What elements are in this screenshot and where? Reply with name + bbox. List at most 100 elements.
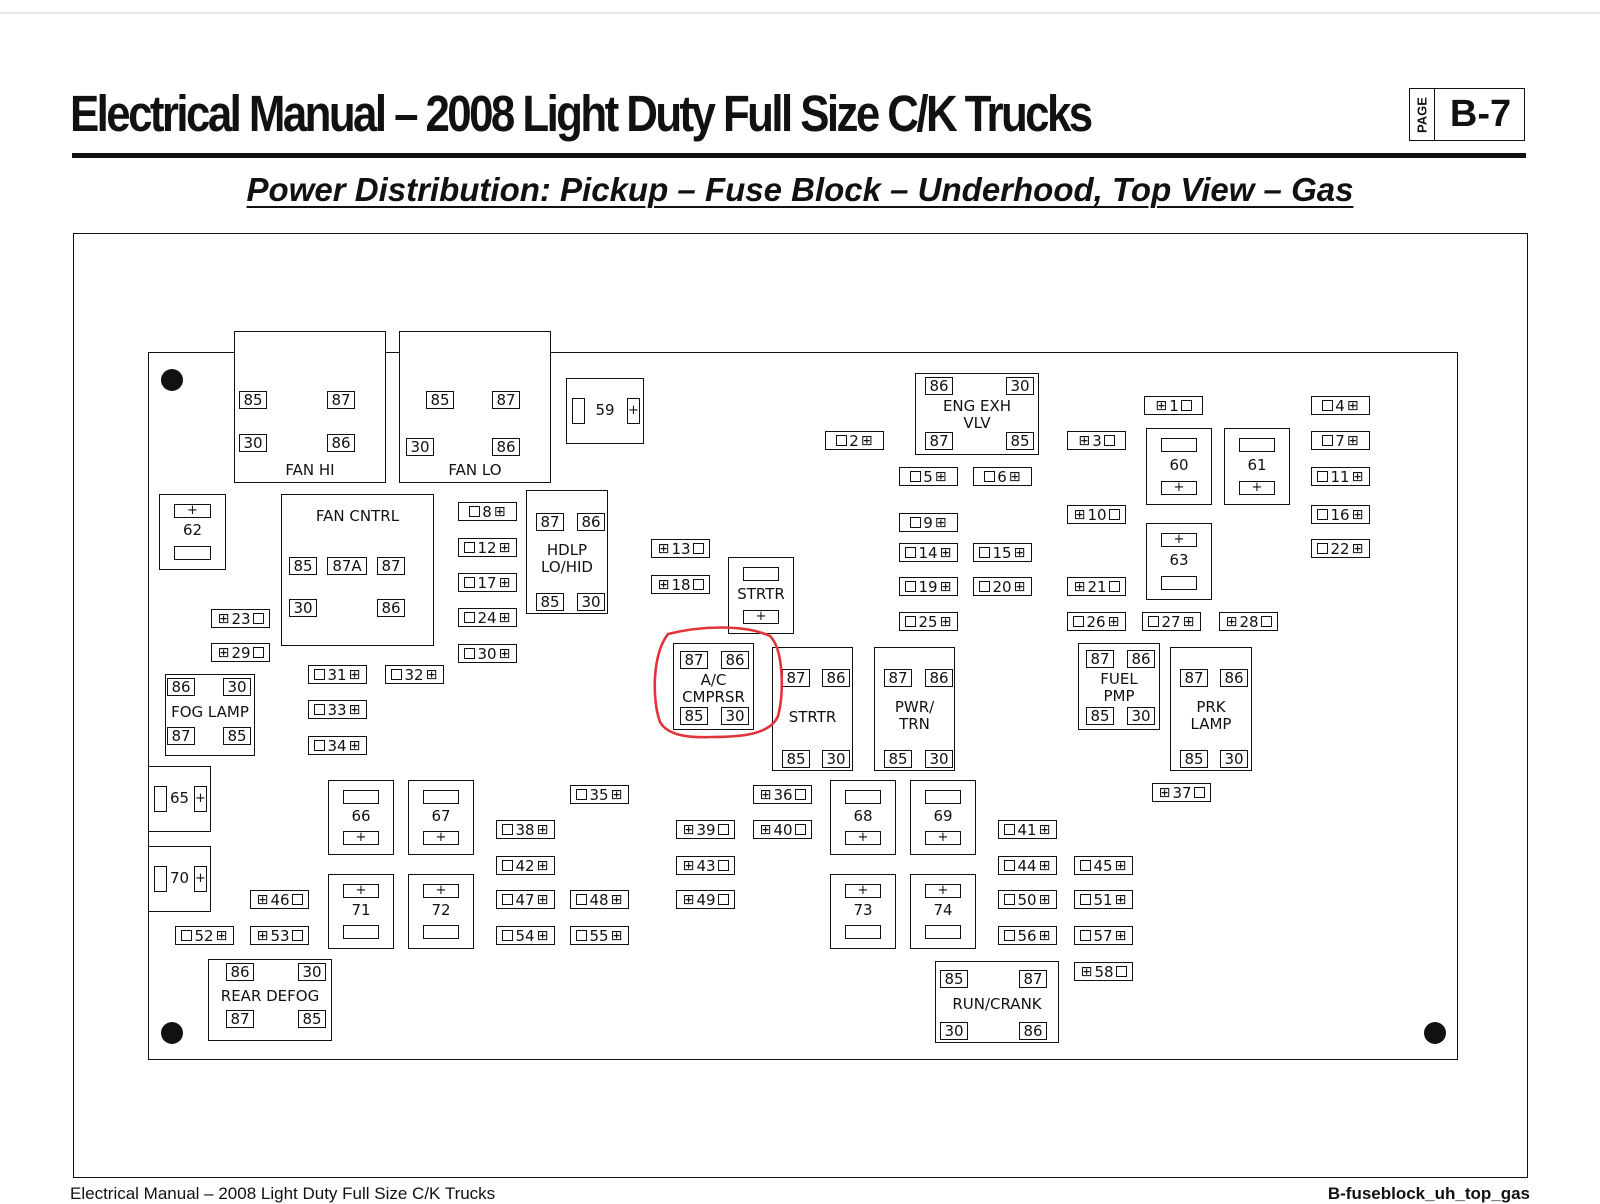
relay-terminal: 30 xyxy=(298,963,326,981)
square-terminal-icon xyxy=(692,543,704,554)
relay-label: FAN CNTRL xyxy=(315,507,400,525)
plus-box-terminal-icon: + xyxy=(423,831,459,845)
relay-terminal: 85 xyxy=(782,750,810,768)
relay-terminal: 86 xyxy=(377,599,405,617)
plus-box-terminal-icon: ⊞ xyxy=(939,613,952,630)
fuse-4: 4⊞ xyxy=(1311,396,1370,415)
square-terminal-icon xyxy=(984,471,996,482)
fuse-17: 17⊞ xyxy=(458,573,517,592)
plus-box-terminal-icon: ⊞ xyxy=(939,578,952,595)
square-terminal-icon xyxy=(743,567,779,581)
fuse-number: 48 xyxy=(589,890,609,909)
square-terminal-icon xyxy=(692,579,704,590)
fuse-number: 18 xyxy=(671,575,691,594)
plus-box-terminal-icon: ⊞ xyxy=(657,540,670,557)
relay-label: FAN HI xyxy=(285,461,335,479)
relay-terminal: 85 xyxy=(289,557,317,575)
square-terminal-icon xyxy=(391,669,403,680)
plus-box-terminal-icon: ⊞ xyxy=(1073,578,1086,595)
fuse-48: 48⊞ xyxy=(570,890,629,909)
square-terminal-icon xyxy=(979,547,991,558)
relay-label: PWR/ TRN xyxy=(894,698,935,733)
square-terminal-icon xyxy=(845,925,881,939)
fuse-45: 45⊞ xyxy=(1074,856,1133,875)
square-terminal-icon xyxy=(174,546,211,560)
plus-box-terminal-icon: ⊞ xyxy=(217,644,230,661)
fuse-number: 56 xyxy=(1017,926,1037,945)
fuse-number: 17 xyxy=(477,573,497,592)
relay-number: STRTR xyxy=(737,585,785,603)
fuse-number: 9 xyxy=(923,513,933,532)
plus-box-terminal-icon: ⊞ xyxy=(934,514,947,531)
plus-box-terminal-icon: ⊞ xyxy=(1158,784,1171,801)
fuse-20: 20⊞ xyxy=(973,577,1032,596)
relay-label: ENG EXH VLV xyxy=(942,397,1012,432)
fuse-10: ⊞10 xyxy=(1067,505,1126,524)
relay-number: 66 xyxy=(351,807,371,825)
square-terminal-icon xyxy=(717,824,729,835)
square-terminal-icon xyxy=(314,740,326,751)
relay-terminal: 85 xyxy=(298,1010,326,1028)
fuse-36: ⊞36 xyxy=(753,785,812,804)
mounting-hole-icon xyxy=(161,369,183,391)
fuse-47: 47⊞ xyxy=(496,890,555,909)
relay-terminal: 30 xyxy=(577,593,605,611)
relay-number: 69 xyxy=(933,807,953,825)
plus-box-terminal-icon: ⊞ xyxy=(256,891,269,908)
fuse-51: 51⊞ xyxy=(1074,890,1133,909)
fuse-number: 43 xyxy=(696,856,716,875)
plus-box-terminal-icon: ⊞ xyxy=(1080,963,1093,980)
square-terminal-icon xyxy=(252,613,264,624)
plus-box-terminal-icon: + xyxy=(845,884,881,898)
square-terminal-icon xyxy=(1108,581,1120,592)
relay-terminal: 86 xyxy=(721,651,749,669)
square-terminal-icon xyxy=(1148,616,1160,627)
plus-box-terminal-icon: ⊞ xyxy=(1038,927,1051,944)
fuse-40: ⊞40 xyxy=(753,820,812,839)
square-terminal-icon xyxy=(905,581,917,592)
square-terminal-icon xyxy=(572,398,585,424)
plus-box-terminal-icon: + xyxy=(925,884,961,898)
plus-box-terminal-icon: ⊞ xyxy=(1038,857,1051,874)
square-terminal-icon xyxy=(464,542,476,553)
plus-box-terminal-icon: + xyxy=(1239,481,1275,495)
fuse-number: 10 xyxy=(1087,505,1107,524)
fuse-number: 15 xyxy=(992,543,1012,562)
relay-number: 63 xyxy=(1169,551,1189,569)
plus-box-terminal-icon: ⊞ xyxy=(1008,468,1021,485)
relay-73 xyxy=(830,874,896,949)
fuse-24: 24⊞ xyxy=(458,608,517,627)
mounting-hole-icon xyxy=(161,1022,183,1044)
plus-box-terminal-icon: ⊞ xyxy=(498,539,511,556)
square-terminal-icon xyxy=(1080,860,1092,871)
plus-box-terminal-icon: ⊞ xyxy=(682,821,695,838)
relay-terminal: 86 xyxy=(1127,650,1155,668)
fuse-54: 54⊞ xyxy=(496,926,555,945)
plus-box-terminal-icon: ⊞ xyxy=(425,666,438,683)
fuse-number: 51 xyxy=(1093,890,1113,909)
fuse-number: 27 xyxy=(1161,612,1181,631)
plus-box-terminal-icon: ⊞ xyxy=(498,645,511,662)
relay-terminal: 87A xyxy=(327,557,367,575)
fuse-11: 11⊞ xyxy=(1311,467,1370,486)
square-terminal-icon xyxy=(502,824,514,835)
relay-terminal: 86 xyxy=(925,377,953,395)
relay-61 xyxy=(1224,428,1290,505)
fuse-53: ⊞53 xyxy=(250,926,309,945)
relay-terminal: 87 xyxy=(884,669,912,687)
fuse-number: 13 xyxy=(671,539,691,558)
plus-box-terminal-icon: + xyxy=(925,831,961,845)
square-terminal-icon xyxy=(1322,400,1334,411)
fuse-number: 35 xyxy=(589,785,609,804)
square-terminal-icon xyxy=(252,647,264,658)
fuse-number: 16 xyxy=(1330,505,1350,524)
plus-box-terminal-icon: + xyxy=(343,884,379,898)
fuse-23: ⊞23 xyxy=(211,609,270,628)
fuse-38: 38⊞ xyxy=(496,820,555,839)
relay-70 xyxy=(148,846,211,912)
plus-box-terminal-icon: ⊞ xyxy=(348,701,361,718)
fuse-34: 34⊞ xyxy=(308,736,367,755)
relay-terminal: 86 xyxy=(822,669,850,687)
square-terminal-icon xyxy=(576,894,588,905)
fuse-number: 23 xyxy=(231,609,251,628)
